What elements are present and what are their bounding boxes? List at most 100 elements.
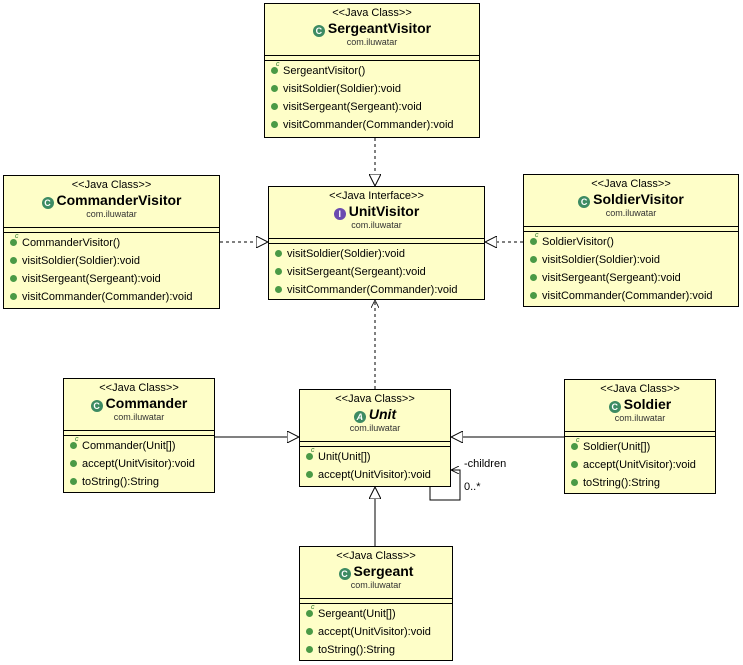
member-row[interactable]: Soldier(Unit[]): [565, 437, 715, 456]
member-row[interactable]: SoldierVisitor(): [524, 232, 738, 251]
member-text: visitSoldier(Soldier):void: [22, 255, 140, 267]
stereotype: <<Java Class>>: [335, 393, 415, 405]
member-row[interactable]: visitCommander(Commander):void: [265, 116, 479, 134]
divider: [265, 60, 479, 61]
member-row[interactable]: toString():String: [300, 641, 452, 659]
member-row[interactable]: visitSoldier(Soldier):void: [524, 251, 738, 269]
package-name: com.iluwatar: [113, 412, 165, 422]
member-text: accept(UnitVisitor):void: [318, 626, 431, 638]
divider: [565, 431, 715, 432]
member-row[interactable]: visitSoldier(Soldier):void: [265, 80, 479, 98]
member-row[interactable]: visitCommander(Commander):void: [4, 288, 219, 306]
member-row[interactable]: visitSergeant(Sergeant):void: [269, 263, 484, 281]
constructor-icon: [10, 233, 19, 246]
divider: [64, 435, 214, 436]
method-icon: [530, 274, 537, 281]
member-text: Sergeant(Unit[]): [318, 608, 396, 620]
member-row[interactable]: accept(UnitVisitor):void: [300, 623, 452, 641]
member-text: toString():String: [82, 476, 160, 488]
member-row[interactable]: toString():String: [64, 473, 214, 491]
member-list: CommanderVisitor() visitSoldier(Soldier)…: [4, 233, 219, 306]
member-row[interactable]: visitCommander(Commander):void: [269, 281, 484, 299]
class-name: SergeantVisitor: [327, 20, 432, 36]
divider: [565, 436, 715, 437]
member-text: visitCommander(Commander):void: [287, 284, 458, 296]
self-association-children: [429, 470, 461, 501]
divider: [524, 226, 738, 227]
member-row[interactable]: visitSoldier(Soldier):void: [4, 252, 219, 270]
member-list: Soldier(Unit[]) accept(UnitVisitor):void…: [565, 437, 715, 492]
constructor-icon: [306, 604, 315, 617]
class-icon: C: [90, 400, 103, 412]
class-icon: C: [578, 196, 591, 208]
package-name: com.iluwatar: [350, 580, 402, 590]
method-icon: [306, 471, 313, 478]
member-row[interactable]: CommanderVisitor(): [4, 233, 219, 252]
method-icon: [530, 256, 537, 263]
member-row[interactable]: Unit(Unit[]): [300, 447, 450, 466]
package-name: com.iluwatar: [346, 37, 398, 47]
stereotype: <<Java Class>>: [332, 7, 412, 19]
divider: [300, 441, 450, 442]
member-text: accept(UnitVisitor):void: [583, 459, 696, 471]
member-text: Commander(Unit[]): [82, 440, 176, 452]
class-name: Soldier: [623, 396, 672, 412]
class-name: SoldierVisitor: [593, 191, 684, 207]
method-icon: [271, 85, 278, 92]
member-row[interactable]: visitSoldier(Soldier):void: [269, 245, 484, 263]
member-row[interactable]: Commander(Unit[]): [64, 436, 214, 455]
member-row[interactable]: visitCommander(Commander):void: [524, 287, 738, 305]
member-row[interactable]: accept(UnitVisitor):void: [565, 456, 715, 474]
method-icon: [271, 121, 278, 128]
constructor-icon: [70, 436, 79, 449]
constructor-icon: [571, 437, 580, 450]
stereotype: <<Java Interface>>: [329, 190, 424, 202]
class-icon: C: [312, 25, 325, 37]
member-text: toString():String: [318, 644, 396, 656]
interface-icon: I: [333, 208, 346, 220]
member-row[interactable]: toString():String: [565, 474, 715, 492]
method-icon: [571, 479, 578, 486]
member-row[interactable]: visitSergeant(Sergeant):void: [4, 270, 219, 288]
member-text: accept(UnitVisitor):void: [82, 458, 195, 470]
member-row[interactable]: visitSergeant(Sergeant):void: [265, 98, 479, 116]
package-name: com.iluwatar: [605, 208, 657, 218]
method-icon: [275, 286, 282, 293]
member-text: SergeantVisitor(): [283, 65, 366, 77]
divider: [269, 243, 484, 244]
class-name: CommanderVisitor: [56, 192, 182, 208]
member-text: visitSoldier(Soldier):void: [283, 83, 401, 95]
member-list: Commander(Unit[]) accept(UnitVisitor):vo…: [64, 436, 214, 491]
member-row[interactable]: visitSergeant(Sergeant):void: [524, 269, 738, 287]
member-row[interactable]: accept(UnitVisitor):void: [64, 455, 214, 473]
member-row[interactable]: Sergeant(Unit[]): [300, 604, 452, 623]
constructor-icon: [306, 447, 315, 460]
method-icon: [530, 292, 537, 299]
package-name: com.iluwatar: [614, 413, 666, 423]
member-row[interactable]: accept(UnitVisitor):void: [300, 466, 450, 484]
method-icon: [275, 268, 282, 275]
class-name: Sergeant: [353, 563, 414, 579]
association-multiplicity-label: 0..*: [464, 481, 481, 493]
member-row[interactable]: SergeantVisitor(): [265, 61, 479, 80]
member-list: Unit(Unit[]) accept(UnitVisitor):void: [300, 447, 450, 484]
class-name: Commander: [105, 395, 188, 411]
divider: [300, 598, 452, 599]
